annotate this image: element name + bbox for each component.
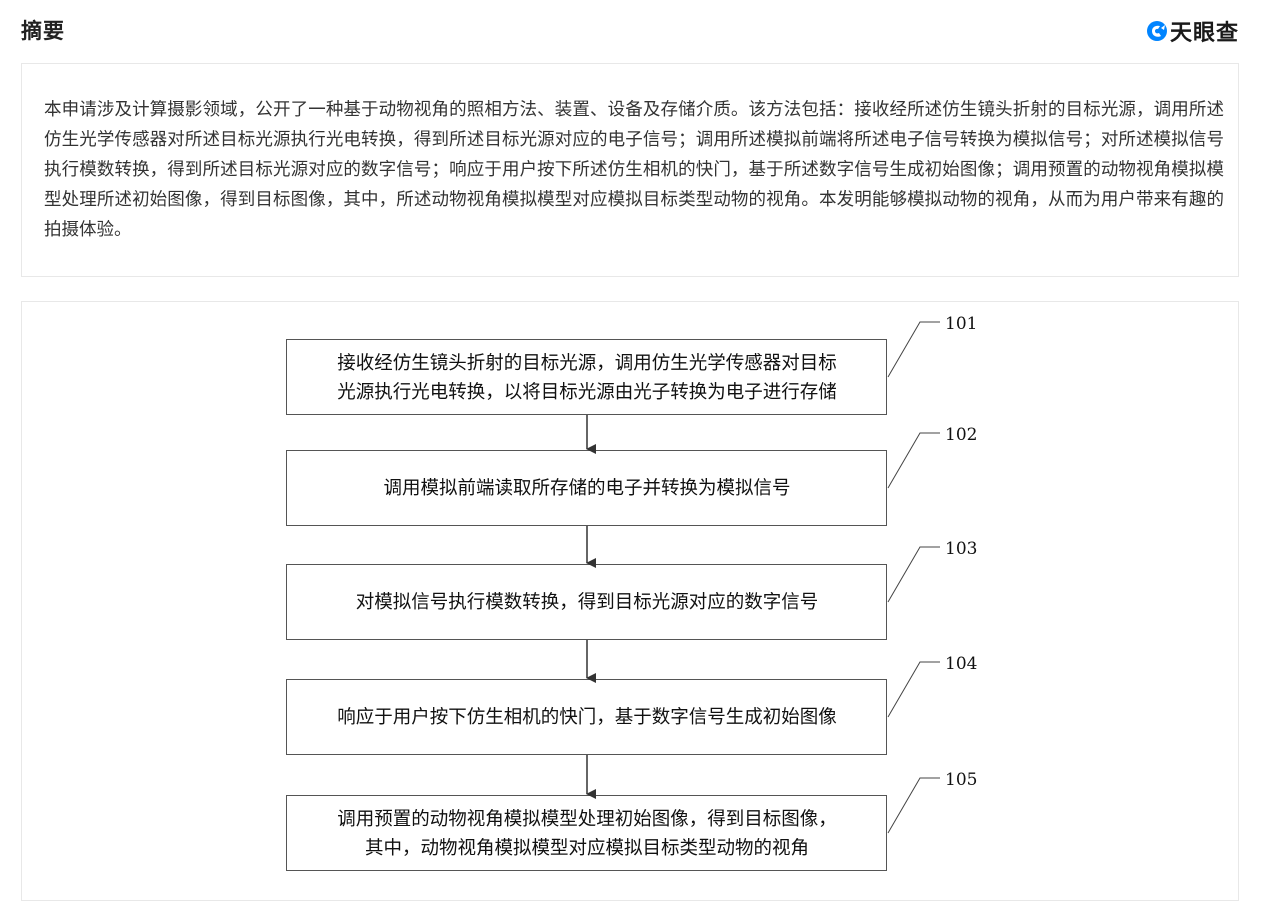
brand-logo[interactable]: 天眼查: [1146, 16, 1239, 46]
step-text-103: 对模拟信号执行模数转换，得到目标光源对应的数字信号: [287, 565, 887, 640]
flowchart-lines: [286, 321, 940, 871]
abstract-panel: 本申请涉及计算摄影领域，公开了一种基于动物视角的照相方法、装置、设备及存储介质。…: [21, 63, 1239, 277]
step-101-line-1: 接收经仿生镜头折射的目标光源，调用仿生光学传感器对目标: [337, 352, 837, 374]
leader-103: [887, 546, 940, 603]
step-101-line-2: 光源执行光电转换，以将目标光源由光子转换为电子进行存储: [337, 381, 837, 403]
tianyancha-logo-icon: [1146, 21, 1167, 41]
step-text-104: 响应于用户按下仿生相机的快门，基于数字信号生成初始图像: [287, 680, 887, 755]
step-text-105: 调用预置的动物视角模拟模型处理初始图像，得到目标图像， 其中，动物视角模拟模型对…: [287, 796, 887, 871]
page-title: 摘要: [21, 19, 65, 43]
leader-102: [887, 432, 940, 489]
figure-panel: 接收经仿生镜头折射的目标光源，调用仿生光学传感器对目标 光源执行光电转换，以将目…: [21, 301, 1239, 901]
page-header: 摘要 天眼查: [0, 0, 1263, 62]
step-number-102: 102: [945, 425, 978, 445]
leader-105: [887, 777, 940, 834]
leader-101: [887, 321, 940, 378]
step-105-line-1: 调用预置的动物视角模拟模型处理初始图像，得到目标图像，: [337, 808, 837, 830]
leader-104: [887, 661, 940, 718]
brand-name: 天眼查: [1169, 21, 1239, 46]
step-number-105: 105: [945, 770, 978, 790]
step-text-101: 接收经仿生镜头折射的目标光源，调用仿生光学传感器对目标 光源执行光电转换，以将目…: [287, 340, 887, 415]
step-box-101: [286, 339, 887, 415]
abstract-text: 本申请涉及计算摄影领域，公开了一种基于动物视角的照相方法、装置、设备及存储介质。…: [44, 100, 1224, 240]
step-number-101: 101: [945, 314, 978, 334]
step-102-line-1: 调用模拟前端读取所存储的电子并转换为模拟信号: [383, 478, 791, 499]
step-number-103: 103: [945, 539, 978, 559]
step-103-line-1: 对模拟信号执行模数转换，得到目标光源对应的数字信号: [355, 592, 819, 613]
step-number-104: 104: [945, 654, 978, 674]
step-text-102: 调用模拟前端读取所存储的电子并转换为模拟信号: [287, 451, 887, 526]
step-104-line-1: 响应于用户按下仿生相机的快门，基于数字信号生成初始图像: [337, 707, 837, 728]
step-105-line-2: 其中，动物视角模拟模型对应模拟目标类型动物的视角: [364, 837, 809, 859]
